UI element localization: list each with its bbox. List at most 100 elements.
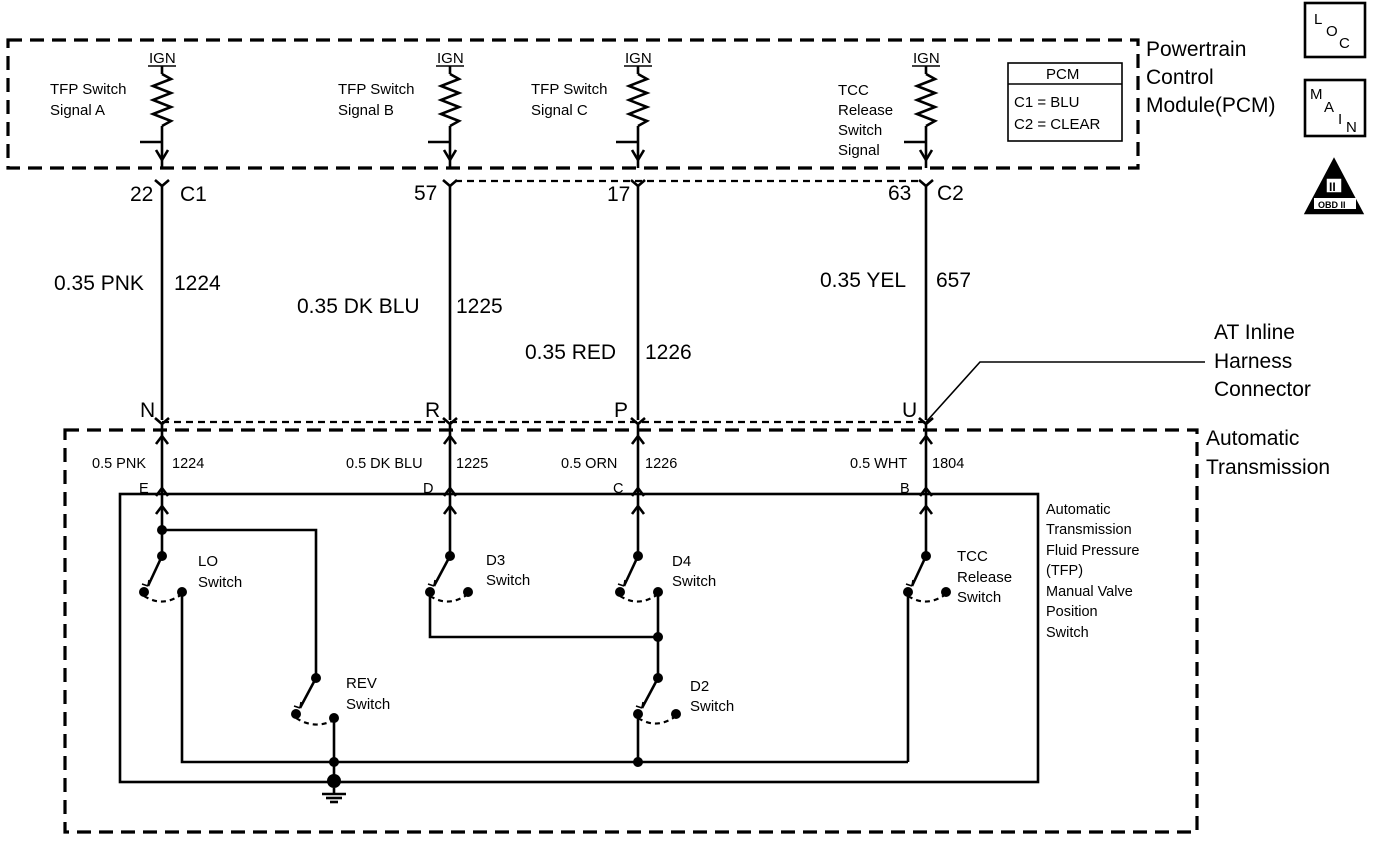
connector-c2: C2 [937,182,964,205]
pullup-resistor [149,72,175,128]
pullup-resistor [625,72,651,128]
signal-label: TFP Switch [50,81,126,98]
signal-label: Signal C [531,102,588,119]
inline-leader-line [925,361,1205,423]
pin-arrow [630,503,646,515]
inline-label-line2: Harness [1214,350,1292,373]
junction-dot [157,525,167,535]
signal-label: TFP Switch [531,81,607,98]
signal-label: TFP Switch [338,81,414,98]
pin-arrow [442,503,458,515]
lower-pin-c: C [613,481,623,497]
d2-switch [633,673,681,725]
d4-switch-label2: Switch [672,573,716,590]
svg-text:O: O [1326,23,1338,40]
pcm-pin-22: 22 [130,183,153,206]
lower-wire-d-color: 0.5 DK BLU [346,456,423,472]
signal-label: Switch [838,122,882,139]
d2-switch-label2: Switch [690,698,734,715]
lo-switch [139,551,187,603]
svg-text:L: L [1314,11,1322,28]
svg-text:Fluid Pressure: Fluid Pressure [1046,543,1139,559]
pin-arrow [442,485,458,497]
pcm-connector-legend: PCM C1 = BLU C2 = CLEAR [1007,62,1123,142]
lower-wire-c-circuit: 1226 [645,456,677,472]
legend-c2: C2 = CLEAR [1014,116,1100,133]
pin-arrow [442,433,458,445]
ground-symbol [322,774,346,804]
inline-pin-n: N [140,399,155,422]
pin-arrow [918,503,934,515]
tcc-switch-label3: Switch [957,589,1001,606]
svg-text:OBD II: OBD II [1318,200,1346,210]
wire-657-circuit: 657 [936,269,971,292]
lower-wire-e-circuit: 1224 [172,456,204,472]
legend-c1: C1 = BLU [1014,94,1079,111]
svg-text:Switch: Switch [1046,625,1089,641]
inline-pin-p: P [614,399,628,422]
pin-arrow [918,485,934,497]
lower-wire-b-circuit: 1804 [932,456,964,472]
svg-text:II: II [1329,180,1336,194]
tcc-release-switch [903,551,951,603]
wire-1225-circuit: 1225 [456,295,503,318]
pin-arrow [154,433,170,445]
d3-switch-label1: D3 [486,552,505,569]
tcc-switch-label2: Release [957,569,1012,586]
ign-label: IGN [625,50,652,67]
pin-arrow [630,433,646,445]
pin-arrow [918,433,934,445]
legend-title: PCM [1046,66,1079,83]
trans-title-line1: Automatic [1206,427,1299,450]
junction-dot [653,632,663,642]
tfp-internal-wiring [160,528,910,780]
d4-switch [615,551,663,603]
main-badge: M A I N [1303,78,1367,138]
pullup-resistor [437,72,463,128]
tfp-assembly-label: Automatic Transmission Fluid Pressure (T… [1046,502,1139,641]
pcm-title-line1: Powertrain [1146,38,1246,61]
obd-ii-badge: II OBD II [1303,157,1365,215]
pin-arrow [630,485,646,497]
lower-pin-e: E [139,481,149,497]
signal-label: Signal [838,142,880,159]
trans-title-line2: Transmission [1206,456,1330,479]
svg-text:Manual Valve: Manual Valve [1046,584,1133,600]
pcm-pin-17: 17 [607,183,630,206]
pin-arrow [154,485,170,497]
loc-badge: L O C [1303,1,1367,59]
d3-switch-label2: Switch [486,572,530,589]
signal-label: Signal A [50,102,105,119]
lower-wire-c-color: 0.5 ORN [561,456,617,472]
svg-text:N: N [1346,119,1357,136]
lower-pin-b: B [900,481,910,497]
wire-657-color: 0.35 YEL [820,269,906,292]
inline-pin-r: R [425,399,440,422]
inline-label-line3: Connector [1214,378,1311,401]
junction-dot [633,757,643,767]
pcm-title-line3: Module(PCM) [1146,94,1276,117]
svg-text:(TFP): (TFP) [1046,563,1083,579]
svg-text:Automatic: Automatic [1046,502,1110,518]
ign-label: IGN [149,50,176,67]
lower-wire-d-circuit: 1225 [456,456,488,472]
wire-1224-color: 0.35 PNK [54,272,144,295]
ign-label: IGN [913,50,940,67]
lower-wire-e-color: 0.5 PNK [92,456,146,472]
d3-switch [425,551,473,603]
svg-text:I: I [1338,111,1342,128]
d2-switch-label1: D2 [690,678,709,695]
wire-1226-color: 0.35 RED [525,341,616,364]
signal-label: Signal B [338,102,394,119]
signal-label: Release [838,102,893,119]
connector-c1: C1 [180,183,207,206]
pin-arrow [154,503,170,515]
signal-label: TCC [838,82,869,99]
transmission-boundary [63,428,1199,834]
rev-switch-label1: REV [346,675,377,692]
pcm-title-line2: Control [1146,66,1214,89]
